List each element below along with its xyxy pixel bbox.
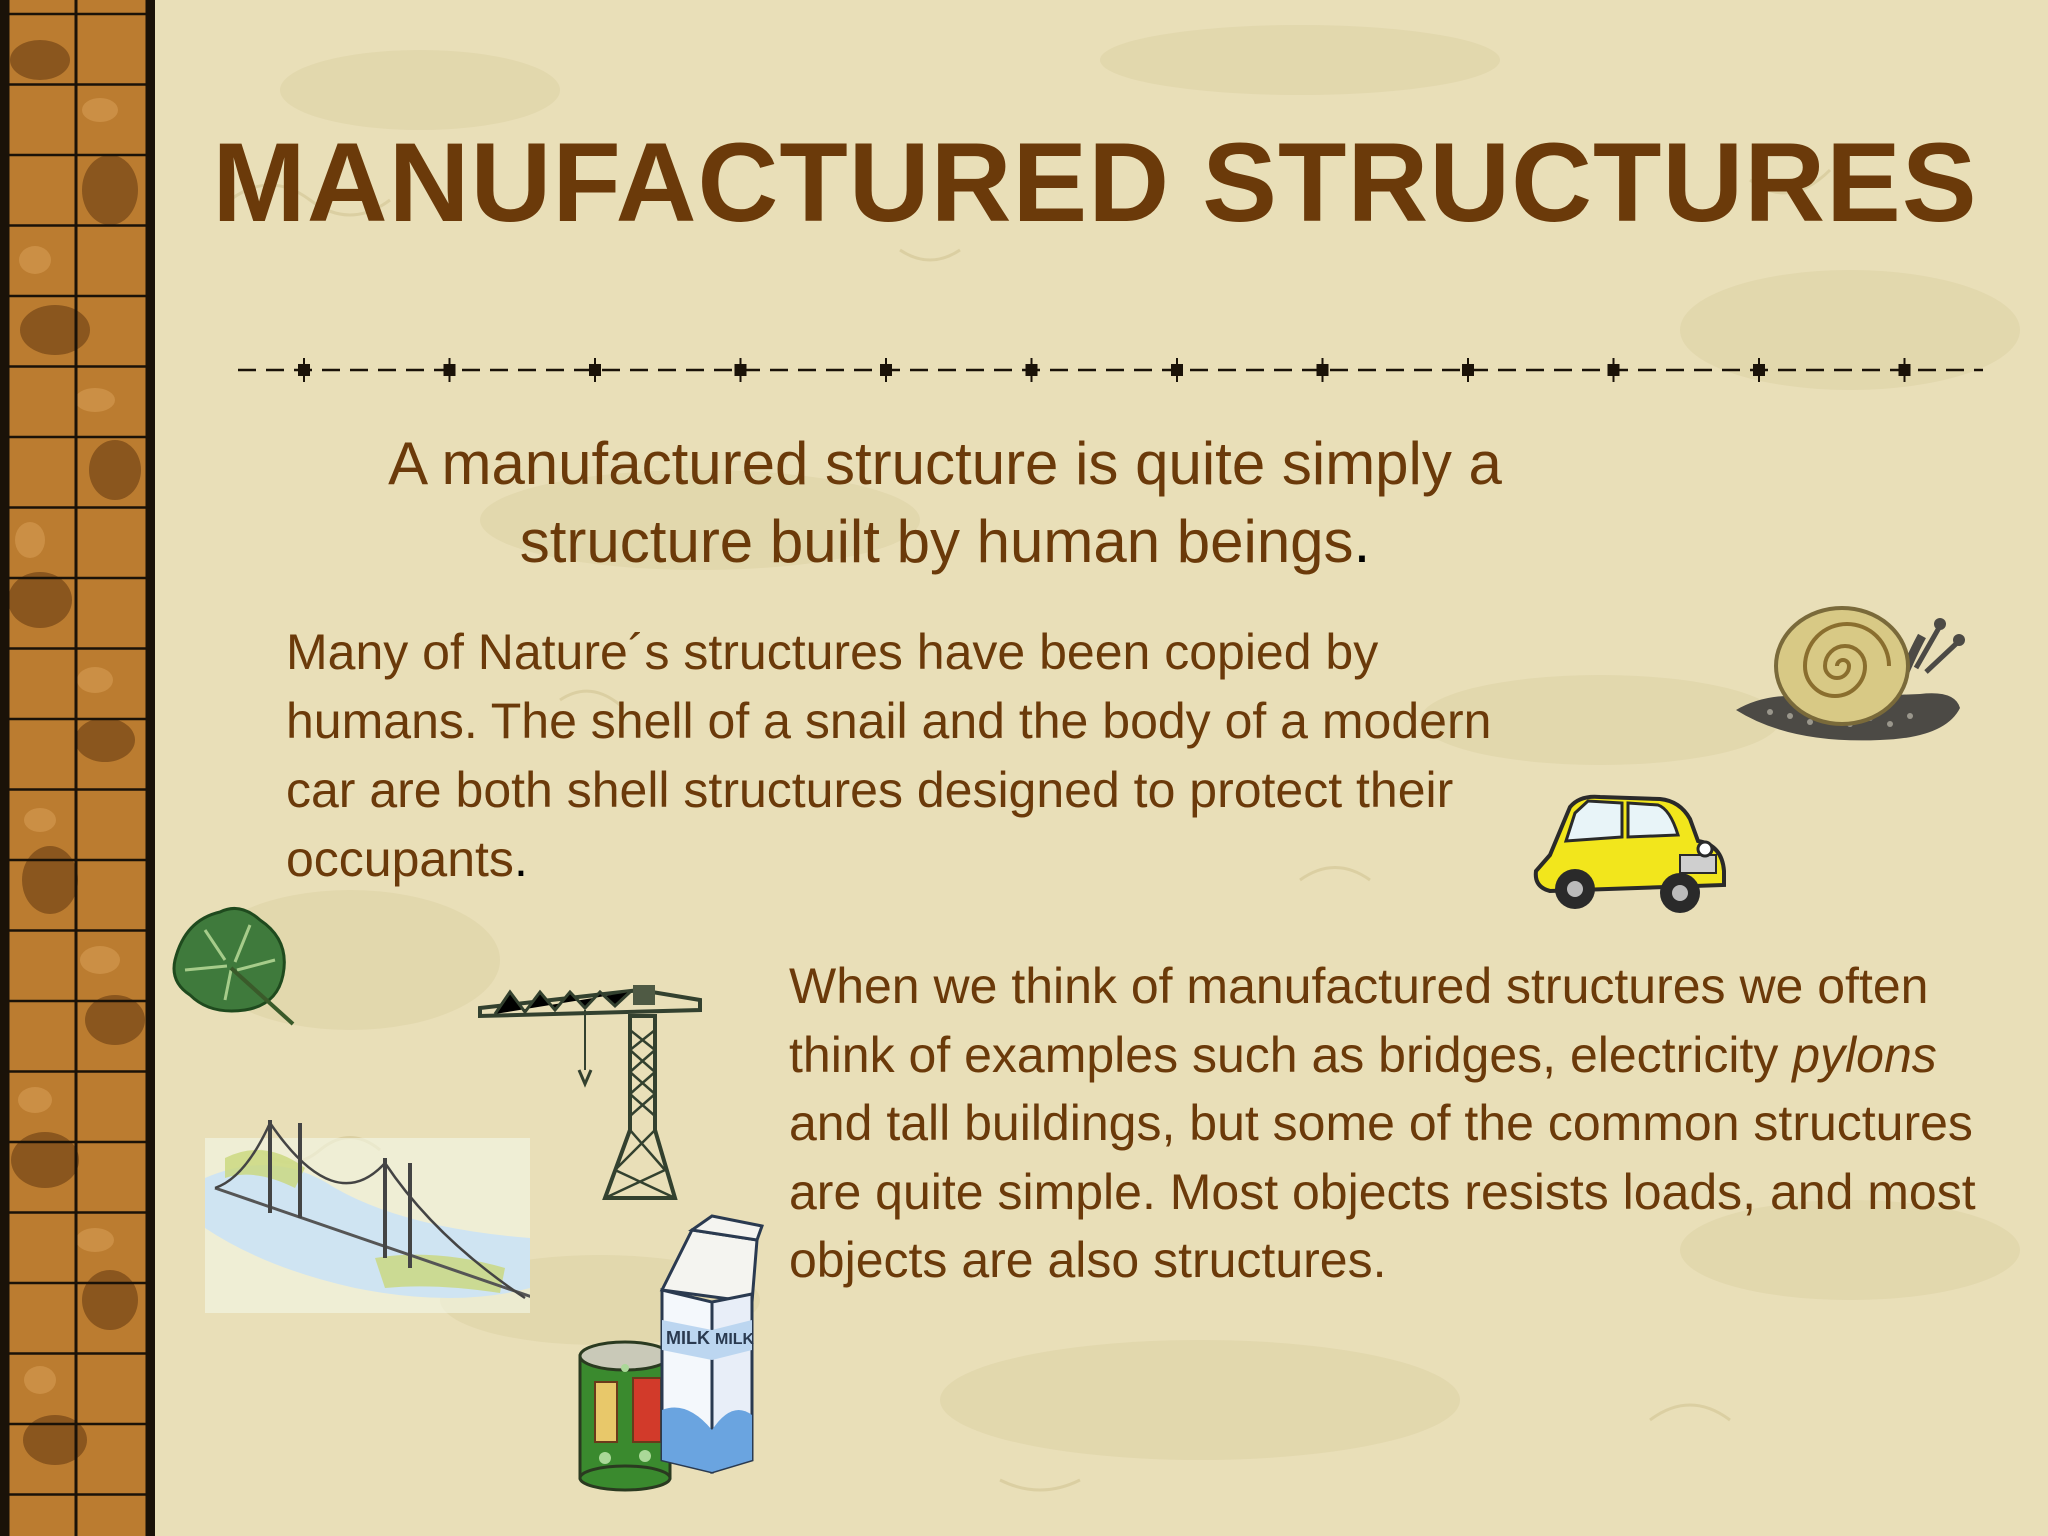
nature-paragraph: Many of Nature´s structures have been co… [286, 624, 1492, 887]
intro-text: A manufactured structure is quite simply… [388, 430, 1502, 575]
divider-marker [1607, 364, 1620, 376]
bridge-icon [205, 1120, 530, 1313]
slide-title: MANUFACTURED STRUCTURES [212, 120, 1978, 245]
car-icon [1533, 794, 1726, 913]
decorative-divider [238, 358, 1983, 382]
crane-icon [478, 985, 702, 1200]
divider-marker [1898, 364, 1911, 376]
examples-paragraph: When we think of manufactured structures… [789, 958, 1976, 1288]
divider-marker [443, 364, 456, 376]
divider-marker [734, 364, 747, 376]
divider-marker [1025, 364, 1038, 376]
carton-label-left: MILK [666, 1328, 710, 1348]
carton-label-right: MILK [715, 1331, 755, 1348]
decorative-border [0, 0, 155, 1536]
divider-marker [589, 364, 601, 376]
divider-marker [298, 364, 310, 376]
divider-marker [1171, 364, 1183, 376]
tin-can-icon [578, 1340, 672, 1492]
milk-carton-icon: MILK MILK [659, 1214, 764, 1475]
divider-marker [1316, 364, 1329, 376]
divider-marker [880, 364, 892, 376]
leaf-icon [172, 906, 295, 1026]
snail-icon [1736, 606, 1965, 741]
divider-marker [1462, 364, 1474, 376]
divider-marker [1753, 364, 1765, 376]
